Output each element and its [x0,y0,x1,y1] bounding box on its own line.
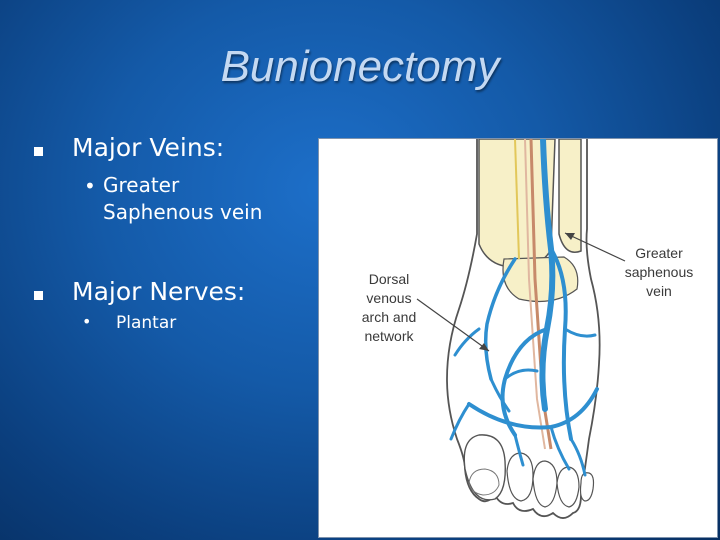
label-dorsal-line-2: venous [366,290,411,306]
vein-branch [513,433,525,467]
fibula-bone [558,139,582,253]
vein-branch [503,368,539,381]
vein-network [449,139,599,477]
toe-3 [532,460,558,508]
foot-anatomy-illustration: Dorsal venous arch and network Greater s… [318,138,718,538]
vein-branch [563,327,597,338]
pointer-saphenous-arrow-icon [565,233,575,240]
big-toe [463,434,506,501]
slide-title: Bunionectomy [220,42,500,91]
pointer-saphenous [564,232,626,262]
vein-branch [453,327,481,357]
sub-bullet-dot-icon: • [82,312,92,331]
bullet-square-icon [34,147,43,156]
sub-bullet-plantar: Plantar [116,313,177,333]
label-dorsal-line-3: arch and [362,309,416,325]
toe-5 [579,472,595,502]
tendon-line [514,139,520,260]
foot-outline [446,139,601,519]
pointer-dorsal [416,298,490,352]
label-saphenous-line-3: vein [646,283,672,299]
sub-bullet-greater: Greater [103,173,180,197]
nerve-line-2 [524,139,546,450]
label-dorsal-line-4: network [364,328,414,344]
label-saphenous-line-1: Greater [635,245,683,261]
pointer-dorsal-arrow-icon [479,343,489,351]
vein-branch [569,437,587,477]
greater-saphenous-vein [539,139,556,412]
bullet-major-veins: Major Veins: [72,133,225,162]
label-saphenous-line-2: saphenous [625,264,694,280]
vein-branch [549,425,571,471]
bullet-major-nerves: Major Nerves: [72,277,246,306]
big-toenail [468,468,500,496]
dorsal-venous-arch [467,387,599,430]
vein-branch [483,257,517,381]
toe-4 [556,466,580,508]
bullet-square-icon [34,291,43,300]
nerve-line [529,139,553,450]
toe-2 [506,452,534,502]
label-dorsal-line-1: Dorsal [369,271,409,287]
vein-branch [449,402,471,441]
foot-veins-diagram: Dorsal venous arch and network Greater s… [362,139,694,519]
sub-bullet-dot-icon: • [84,174,96,198]
vein-branch [489,377,511,413]
sub-bullet-saphenous-vein: Saphenous vein [103,200,263,224]
